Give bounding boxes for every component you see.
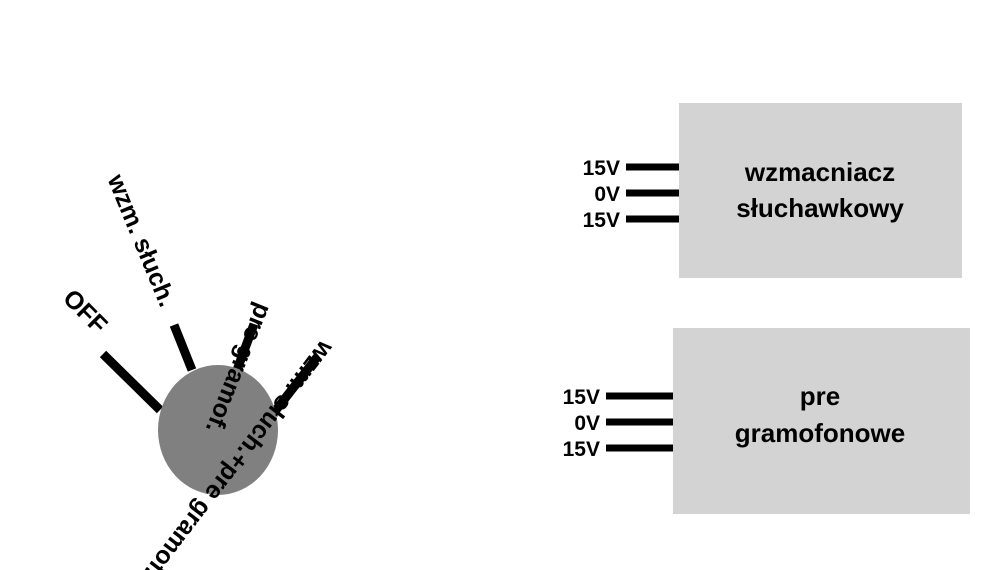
- module-phono-preamp: pre gramofonowe 15V 0V 15V: [563, 328, 970, 514]
- selector-spoke-both: [272, 353, 322, 413]
- module-title-line1: pre: [800, 381, 840, 411]
- selector-spoke-pre-gramof: [232, 322, 259, 372]
- module-title-line2: gramofonowe: [735, 418, 905, 448]
- pin-label: 0V: [594, 183, 620, 206]
- module-title-line2: słuchawkowy: [736, 193, 904, 223]
- pin-label: 15V: [583, 157, 620, 180]
- pin-label: 15V: [563, 438, 600, 461]
- position-label-wzm-sluch: wzm. słuch.: [101, 170, 181, 311]
- pin-label: 15V: [583, 209, 620, 232]
- selector-switch: OFF wzm. słuch. pre gramof. wzm. słuch.+…: [57, 170, 339, 570]
- module-box: [679, 103, 962, 278]
- module-box: [673, 328, 970, 514]
- pin-label: 15V: [563, 386, 600, 409]
- selector-spoke-off: [99, 350, 164, 414]
- selector-knob[interactable]: [158, 365, 278, 495]
- pin-label: 0V: [574, 412, 600, 435]
- selector-spoke-wzm-sluch: [169, 323, 197, 372]
- module-title-line1: wzmacniacz: [744, 157, 895, 187]
- position-label-off: OFF: [57, 284, 112, 339]
- module-headphone-amp: wzmacniacz słuchawkowy 15V 0V 15V: [583, 103, 962, 278]
